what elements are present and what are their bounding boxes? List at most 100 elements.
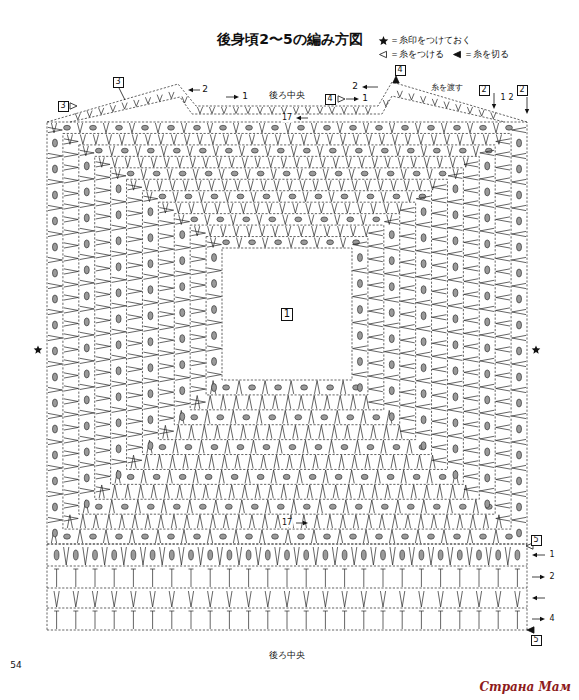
- stitch-v: [287, 455, 292, 468]
- stitch-v: [448, 547, 453, 565]
- stitch-v: [496, 178, 510, 183]
- bobble-stitch: [237, 194, 244, 199]
- stitch-v: [372, 485, 377, 498]
- bobble-stitch: [517, 347, 522, 355]
- stitch-v: [335, 215, 340, 225]
- stitch-v: [191, 269, 205, 274]
- stitch-v: [112, 251, 126, 256]
- stitch-v: [444, 515, 449, 528]
- bobble-stitch: [407, 148, 414, 153]
- stitch-v: [257, 107, 262, 114]
- bobble-stitch: [421, 208, 426, 216]
- bobble-stitch: [84, 266, 89, 274]
- stitch-v: [432, 354, 446, 359]
- stitch-v: [369, 308, 383, 313]
- stitch-v: [486, 547, 491, 565]
- bobble-stitch: [323, 550, 328, 560]
- stitch-v: [464, 422, 478, 427]
- stitch-v: [275, 515, 280, 528]
- stitch-t: [306, 569, 307, 587]
- stitch-v: [294, 485, 299, 498]
- bobble-stitch: [212, 332, 217, 340]
- stitch-v: [288, 238, 293, 248]
- stitch-v: [171, 515, 176, 528]
- stitch-v: [247, 226, 252, 236]
- stitch-v: [115, 470, 120, 483]
- bobble-stitch: [180, 231, 185, 239]
- stitch-v: [159, 416, 173, 421]
- stitch-v: [359, 157, 364, 167]
- stitch-v: [309, 410, 314, 423]
- row-number: 2: [507, 94, 514, 103]
- stitch-v: [314, 238, 319, 248]
- stitch-v: [128, 315, 142, 320]
- bobble-stitch: [116, 315, 121, 323]
- stitch-v: [175, 271, 189, 276]
- stitch-v: [112, 157, 117, 167]
- stitch-v: [80, 228, 94, 233]
- stitch-t: [150, 611, 155, 612]
- row-number: 2: [548, 573, 555, 582]
- stitch-v: [391, 180, 396, 190]
- stitch-t: [287, 611, 288, 629]
- stitch-v: [340, 134, 345, 144]
- stitch-v: [236, 547, 241, 565]
- bobble-stitch: [428, 125, 435, 130]
- stitch-v: [151, 157, 156, 167]
- stitch-v: [96, 448, 110, 453]
- stitch-v: [173, 440, 178, 453]
- stitch-t: [344, 569, 345, 587]
- stitch-t: [498, 611, 499, 629]
- bobble-stitch: [148, 390, 153, 398]
- stitch-v: [251, 192, 256, 202]
- bobble-stitch: [289, 194, 296, 199]
- stitch-v: [343, 500, 348, 513]
- stitch-v: [369, 295, 383, 300]
- stitch-v: [405, 134, 410, 144]
- cut-yarn-mark: [527, 627, 534, 633]
- bobble-stitch: [485, 188, 490, 196]
- stitch-t: [133, 569, 134, 587]
- bobble-stitch: [485, 474, 490, 482]
- stitch-v: [128, 198, 142, 203]
- bobble-stitch: [439, 474, 446, 479]
- stitch-v: [398, 485, 403, 498]
- stitch-v: [464, 461, 478, 466]
- bobble-stitch: [453, 263, 458, 271]
- stitch-v: [128, 419, 142, 424]
- stitch-v: [346, 157, 351, 167]
- bobble-stitch: [148, 260, 153, 268]
- stitch-v: [311, 123, 316, 133]
- stitch-v: [369, 269, 383, 274]
- chain-line: [47, 544, 527, 545]
- stitch-v: [64, 516, 78, 521]
- bobble-stitch: [402, 125, 409, 130]
- stitch-v: [464, 266, 478, 271]
- stitch-v: [257, 410, 262, 423]
- stitch-v: [280, 203, 285, 213]
- stitch-v: [181, 123, 186, 133]
- stitch-v: [496, 399, 510, 404]
- stitch-t: [56, 611, 57, 629]
- stitch-v: [333, 157, 338, 167]
- stitch-v: [96, 214, 110, 219]
- stitch-v: [159, 299, 173, 304]
- bobble-stitch: [52, 191, 57, 199]
- stitch-v: [405, 515, 410, 528]
- stitch-v: [143, 300, 157, 305]
- stitch-v: [464, 188, 478, 193]
- stitch-v: [404, 180, 409, 190]
- stitch-v: [96, 474, 110, 479]
- bobble-stitch: [52, 269, 57, 277]
- arrow-head: [525, 109, 529, 114]
- stitch-v: [64, 412, 78, 417]
- yarn-marker-star: [532, 346, 541, 354]
- stitch-v: [122, 103, 127, 110]
- bobble-stitch: [357, 254, 362, 262]
- stitch-v: [464, 253, 478, 258]
- bobble-stitch: [381, 550, 386, 560]
- stitch-v: [128, 432, 142, 437]
- bobble-stitch: [52, 451, 57, 459]
- stitch-v: [447, 146, 452, 156]
- bobble-stitch: [121, 504, 128, 509]
